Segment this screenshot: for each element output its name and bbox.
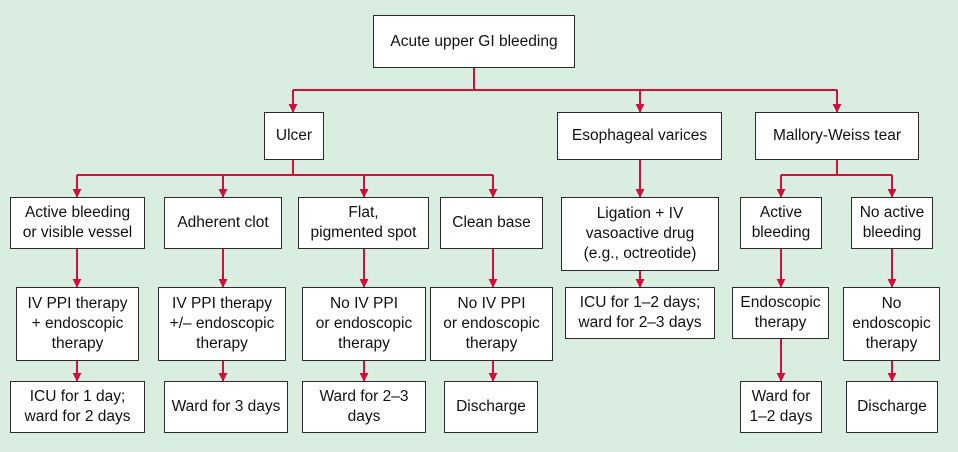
- node-mw-active-bleeding: Active bleeding: [740, 197, 822, 249]
- node-ulcer: Ulcer: [264, 112, 324, 160]
- node-iv-ppi-plus-endoscopic: IV PPI therapy + endoscopic therapy: [16, 287, 139, 361]
- node-endoscopic-therapy: Endoscopic therapy: [732, 287, 829, 339]
- node-flat-pigmented-spot: Flat, pigmented spot: [298, 197, 429, 249]
- node-no-iv-ppi-clean-base: No IV PPI or endoscopic therapy: [430, 287, 553, 361]
- node-ward-2-3-days: Ward for 2–3 days: [302, 381, 426, 433]
- node-icu-varices: ICU for 1–2 days; ward for 2–3 days: [565, 287, 715, 339]
- node-icu-ulcer: ICU for 1 day; ward for 2 days: [10, 381, 145, 433]
- node-adherent-clot: Adherent clot: [164, 197, 282, 249]
- node-mw-no-active-bleeding: No active bleeding: [851, 197, 933, 249]
- node-no-endoscopic-therapy: No endoscopic therapy: [843, 287, 940, 361]
- node-acute-upper-gi-bleeding: Acute upper GI bleeding: [373, 15, 575, 68]
- node-ward-3-days: Ward for 3 days: [164, 381, 288, 433]
- node-discharge-mw: Discharge: [846, 381, 938, 433]
- node-discharge-clean-base: Discharge: [444, 381, 538, 433]
- node-no-iv-ppi-flat-spot: No IV PPI or endoscopic therapy: [302, 287, 426, 361]
- node-esophageal-varices: Esophageal varices: [557, 112, 722, 160]
- node-clean-base: Clean base: [440, 197, 543, 249]
- node-ward-1-2-days: Ward for 1–2 days: [740, 381, 822, 433]
- node-ligation-vasoactive-drug: Ligation + IV vasoactive drug (e.g., oct…: [561, 197, 719, 271]
- node-active-bleeding-visible-vessel: Active bleeding or visible vessel: [10, 197, 145, 249]
- node-mallory-weiss-tear: Mallory-Weiss tear: [755, 112, 919, 160]
- node-iv-ppi-plus-minus-endoscopic: IV PPI therapy +/– endoscopic therapy: [158, 287, 286, 361]
